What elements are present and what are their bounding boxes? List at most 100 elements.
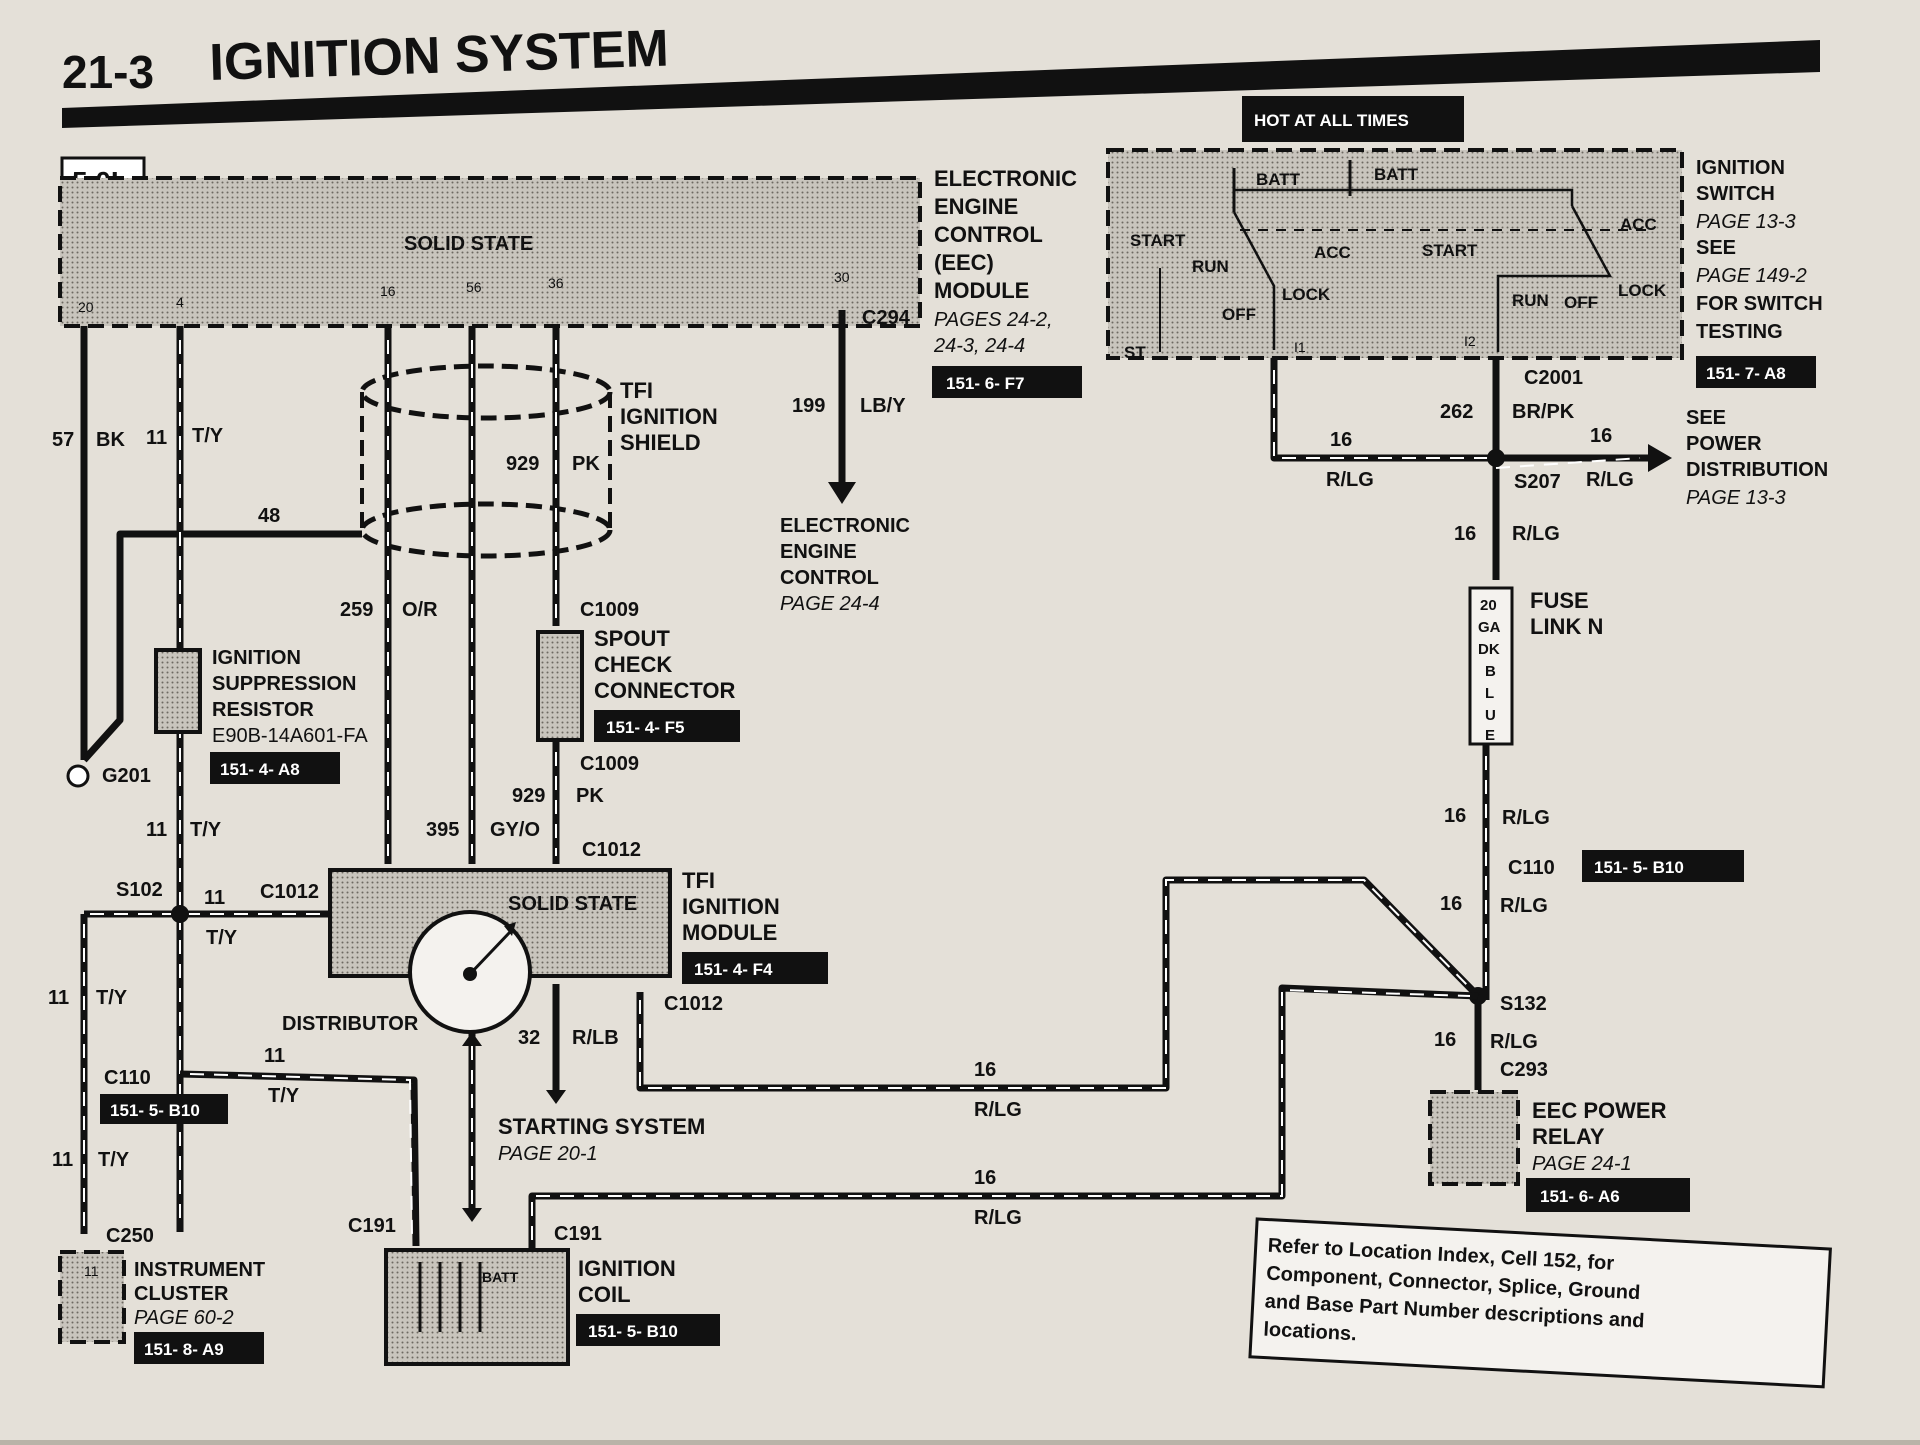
sw-acc-2: ACC (1620, 215, 1657, 234)
w11-coil-color: T/Y (268, 1085, 300, 1107)
tfi-loc-tag: 151- 4- F4 (694, 960, 773, 979)
relay-label-1: EEC POWER (1532, 1098, 1667, 1123)
power-dist-page: PAGE 13-3 (1686, 487, 1786, 509)
eec-pin-30: 30 (834, 269, 850, 285)
eec-relay-box (1428, 1090, 1520, 1186)
eec-page-1: PAGES 24-2, (934, 309, 1053, 331)
fuse-gauge-1: 20 (1480, 597, 1497, 614)
page-title: IGNITION SYSTEM (209, 20, 670, 92)
fuse-label-2: LINK N (1530, 614, 1603, 639)
section-number: 21-3 (62, 46, 154, 98)
w16-fuse-circuit: 16 (1454, 523, 1476, 545)
w16-sw-circuit: 16 (1330, 429, 1352, 451)
eec-label-4: (EEC) (934, 250, 994, 275)
eec-pin-20: 20 (78, 299, 94, 315)
w395-color: GY/O (490, 819, 540, 841)
note-line-4: locations. (1263, 1318, 1357, 1345)
eec-output-arrow (828, 482, 856, 504)
coil-c191-left: C191 (348, 1215, 396, 1237)
resistor-label-2: SUPPRESSION (212, 673, 356, 695)
w16-s132-color: R/LG (1500, 895, 1548, 917)
w16-pd-circuit: 16 (1590, 425, 1612, 447)
fuse-link-box (1468, 586, 1514, 746)
w259-color: O/R (402, 599, 438, 621)
resistor-label-1: IGNITION (212, 647, 301, 669)
tfi-shield-top (359, 363, 613, 421)
w11-s102-circuit: 11 (204, 887, 225, 909)
sw-run-1: RUN (1192, 257, 1229, 276)
eec-label-3: CONTROL (934, 222, 1043, 247)
cluster-loc-tag: 151- 8- A9 (144, 1340, 224, 1359)
w32-color: R/LB (572, 1027, 619, 1049)
sw-run-2: RUN (1512, 291, 1549, 310)
c110-left-tag-box (100, 1094, 228, 1124)
header-bar (62, 40, 1820, 128)
tfi-loc-tag-box (682, 952, 828, 984)
eec-pin-36: 36 (548, 275, 564, 291)
instrument-cluster-box (58, 1250, 126, 1344)
w929-b-color: PK (576, 785, 604, 807)
c110-left-tag: 151- 5- B10 (110, 1101, 200, 1120)
w16-coil-circuit: 16 (974, 1167, 996, 1189)
resistor-loc-tag-box (210, 752, 340, 784)
w199-color: LB/Y (860, 395, 906, 417)
w16-tfi-color: R/LG (974, 1099, 1022, 1121)
w11-mid-circuit: 11 (146, 819, 167, 841)
spout-label-1: SPOUT (594, 626, 670, 651)
sw-page-1: PAGE 13-3 (1696, 211, 1796, 233)
w11-left-color: T/Y (96, 987, 128, 1009)
eec-pin-56: 56 (466, 279, 482, 295)
cluster-label-2: CLUSTER (134, 1283, 229, 1305)
shield-label-3: SHIELD (620, 430, 701, 455)
note-box (1248, 1217, 1832, 1389)
w259-circuit: 259 (340, 599, 373, 621)
eec-label-1: ELECTRONIC (934, 166, 1077, 191)
w57-color: BK (96, 429, 125, 451)
relay-loc-tag-box (1526, 1178, 1690, 1212)
eec-pin-4: 4 (176, 294, 184, 310)
w16-c110-circuit: 16 (1444, 805, 1466, 827)
eec-output-label-1: ELECTRONIC (780, 515, 910, 537)
w16-relay-color: R/LG (1490, 1031, 1538, 1053)
suppression-resistor-box (154, 648, 202, 734)
w16-coil-color: R/LG (974, 1207, 1022, 1229)
w11-s102-color: T/Y (206, 927, 238, 949)
fuse-gauge-6: U (1485, 707, 1496, 724)
relay-label-2: RELAY (1532, 1124, 1605, 1149)
cluster-label-1: INSTRUMENT (134, 1259, 265, 1281)
spout-loc-tag-box (594, 710, 740, 742)
c110-right-tag: 151- 5- B10 (1594, 858, 1684, 877)
c293-label: C293 (1500, 1059, 1548, 1081)
splice-s102-dot (171, 905, 189, 923)
fuse-label-1: FUSE (1530, 588, 1589, 613)
tfi-c1012-bottom: C1012 (664, 993, 723, 1015)
spout-label-2: CHECK (594, 652, 672, 677)
sw-acc-1: ACC (1314, 243, 1351, 262)
power-dist-2: POWER (1686, 433, 1762, 455)
resistor-part: E90B-14A601-FA (212, 725, 368, 747)
splice-s207-dot (1487, 449, 1505, 467)
coil-c191-right: C191 (554, 1223, 602, 1245)
power-dist-3: DISTRIBUTION (1686, 459, 1828, 481)
starting-system-label: STARTING SYSTEM (498, 1114, 705, 1139)
sw-batt-2: BATT (1374, 165, 1419, 184)
sw-label-1: IGNITION (1696, 157, 1785, 179)
cluster-pin: 11 (84, 1263, 99, 1279)
tfi-label-2: IGNITION (682, 894, 780, 919)
w16-tfi-circuit: 16 (974, 1059, 996, 1081)
sw-off-1: OFF (1222, 305, 1256, 324)
fuse-gauge-4: B (1485, 663, 1496, 680)
sw-loc-tag: 151- 7- A8 (1706, 364, 1786, 383)
spout-loc-tag: 151- 4- F5 (606, 718, 684, 737)
relay-loc-tag: 151- 6- A6 (1540, 1187, 1620, 1206)
sw-start-2: START (1422, 241, 1478, 260)
ground-symbol (66, 764, 90, 788)
s207-label: S207 (1514, 471, 1561, 493)
g201-label: G201 (102, 765, 151, 787)
spout-label-3: CONNECTOR (594, 678, 735, 703)
w929-color: PK (572, 453, 600, 475)
w11-mid-color: T/Y (190, 819, 222, 841)
w16-sw-color: R/LG (1326, 469, 1374, 491)
power-dist-arrow (1648, 444, 1672, 472)
sw-st: ST (1124, 343, 1146, 362)
